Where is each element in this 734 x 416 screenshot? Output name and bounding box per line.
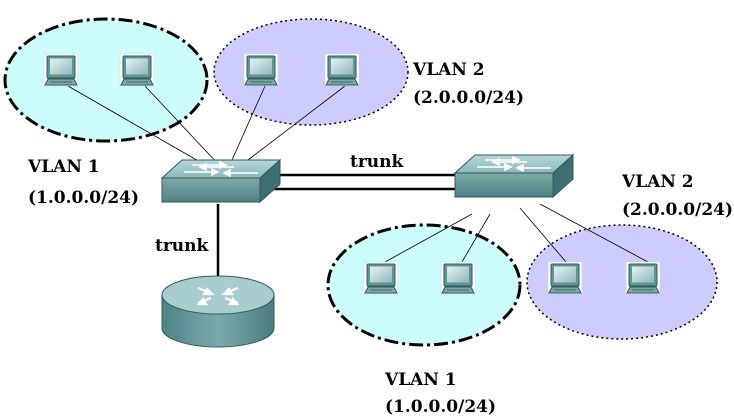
workstation-icon-7[interactable] <box>547 261 583 295</box>
link-host4 <box>247 85 346 161</box>
link-host2 <box>144 85 221 167</box>
link-host5 <box>384 213 473 263</box>
subnet-label-top-left: (1.0.0.0/24) <box>28 188 139 208</box>
vlan-label-top-left: VLAN 1 <box>27 157 100 177</box>
workstation-icon-8[interactable] <box>625 261 661 295</box>
vlan1-bottom-region <box>326 223 522 347</box>
workstation-icon-3[interactable] <box>243 53 279 87</box>
vlan-label-bottom: VLAN 1 <box>384 370 457 390</box>
subnet-label-right: (2.0.0.0/24) <box>622 200 733 220</box>
workstation-icon-1[interactable] <box>43 53 79 87</box>
trunk-label-router: trunk <box>155 236 210 256</box>
vlan2-right-region <box>526 224 718 340</box>
link-host3 <box>231 85 266 161</box>
trunk-label-switches: trunk <box>350 152 405 172</box>
link-host7 <box>519 207 567 263</box>
workstation-icon-5[interactable] <box>363 261 399 295</box>
vlan2-top-right-region <box>213 18 409 126</box>
router-icon[interactable] <box>161 275 275 348</box>
vlan1-top-left-region <box>3 17 209 143</box>
workstation-icon-6[interactable] <box>440 261 476 295</box>
switch-icon-right[interactable] <box>454 154 574 198</box>
workstation-icon-2[interactable] <box>119 53 155 87</box>
link-host6 <box>461 213 491 263</box>
link-host1 <box>67 85 215 171</box>
link-host8 <box>539 203 649 263</box>
vlan-label-top-right: VLAN 2 <box>412 60 485 80</box>
subnet-label-bottom: (1.0.0.0/24) <box>385 397 496 416</box>
subnet-label-top-right: (2.0.0.0/24) <box>413 88 524 108</box>
workstation-icon-4[interactable] <box>324 53 360 87</box>
vlan-label-right: VLAN 2 <box>621 172 694 192</box>
switch-icon-left[interactable] <box>161 159 281 203</box>
